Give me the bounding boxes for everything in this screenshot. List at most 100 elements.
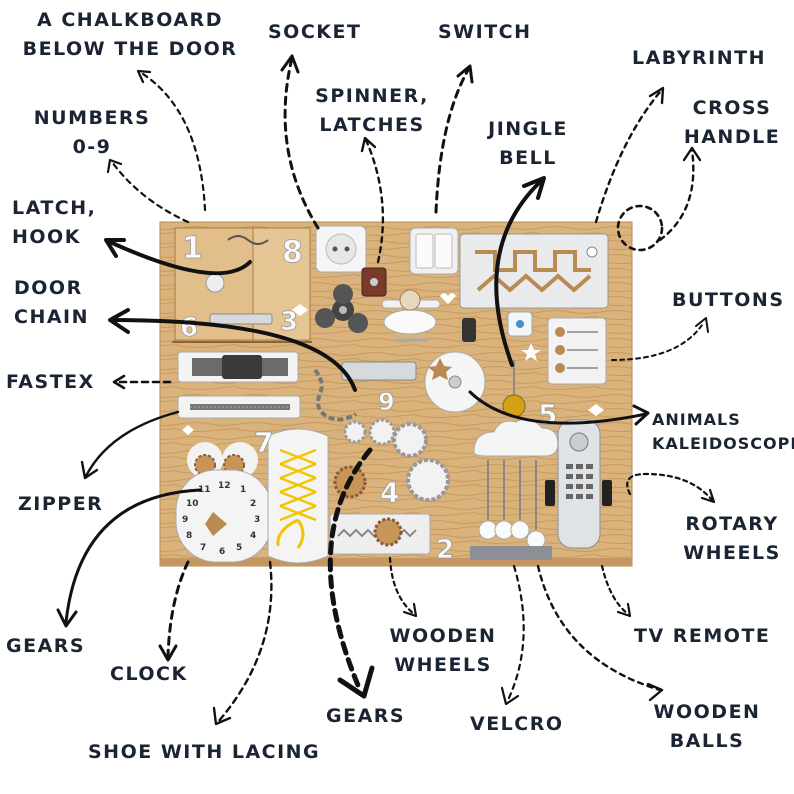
clock-number: 1 <box>240 485 246 495</box>
label-line: CROSS <box>692 97 772 119</box>
label-line: HOOK <box>12 226 81 248</box>
label-line: ANIMALS <box>652 410 741 429</box>
arrow-cross-handle <box>658 148 695 242</box>
button-icon[interactable] <box>555 327 565 337</box>
callout-arrows <box>56 54 716 726</box>
wooden-wheels-icon[interactable] <box>329 513 431 555</box>
label-gears-left: GEARS <box>6 635 86 657</box>
label-gears-bottom: GEARS <box>326 705 406 727</box>
label-door-chain: DOOR CHAIN <box>14 274 89 332</box>
label-line: 0-9 <box>72 136 112 158</box>
label-line: WHEELS <box>683 542 781 564</box>
buttons-panel <box>547 317 607 385</box>
arrow-velcro <box>506 564 525 702</box>
door-knob-icon[interactable] <box>205 273 225 293</box>
board-number: 1 <box>182 231 203 266</box>
label-line: BALLS <box>669 730 745 752</box>
arrow-switch <box>434 68 470 214</box>
fastex-buckle-icon[interactable] <box>177 351 299 383</box>
heart-icon <box>182 425 194 435</box>
label-rotary-wheels: ROTARY WHEELS <box>676 510 788 568</box>
arrow-shoe-lacing <box>216 560 273 724</box>
arrow-zipper <box>84 410 180 478</box>
clock-number: 8 <box>186 531 192 541</box>
arrow-door-chain <box>112 318 357 392</box>
clock-number: 7 <box>200 543 206 553</box>
arrow-chalkboard <box>138 70 207 212</box>
latch-icon[interactable] <box>361 267 387 297</box>
arrow-buttons <box>611 321 705 361</box>
label-shoe-lacing: SHOE WITH LACING <box>88 741 321 763</box>
label-velcro: VELCRO <box>470 713 564 735</box>
wooden-balls-icon[interactable] <box>473 418 559 550</box>
label-line: NUMBERS <box>33 107 151 129</box>
butterfly-icon <box>292 304 308 316</box>
shoe-lacing-icon[interactable] <box>267 428 329 564</box>
label-tv-remote: TV REMOTE <box>634 625 771 647</box>
arrow-spinner <box>364 138 385 264</box>
label-zipper: ZIPPER <box>18 493 104 515</box>
clock-number: 3 <box>254 515 260 525</box>
label-line: BELOW THE DOOR <box>22 38 238 60</box>
label-line: LATCH, <box>12 197 97 219</box>
arrow-labyrinth <box>594 90 662 224</box>
wheel-knob-icon[interactable] <box>462 318 476 342</box>
clock-number: 11 <box>198 485 211 495</box>
tv-remote-icon[interactable] <box>557 419 601 549</box>
board-number: 6 <box>180 313 198 343</box>
fidget-spinner-icon[interactable] <box>315 284 368 333</box>
label-fastex: FASTEX <box>6 371 95 393</box>
label-socket: SOCKET <box>268 21 362 43</box>
switch-icon[interactable] <box>409 227 459 275</box>
velcro-strip-icon[interactable] <box>470 546 552 560</box>
arrow-clock <box>166 560 190 658</box>
label-line: SPINNER, <box>315 85 429 107</box>
heart-icon <box>440 293 456 304</box>
arrow-wooden-balls <box>536 564 662 692</box>
clock-icon[interactable] <box>175 442 273 563</box>
socket-icon[interactable] <box>315 225 367 273</box>
rotary-wheel-icon[interactable] <box>545 480 612 506</box>
clock-number: 10 <box>186 499 199 509</box>
label-numbers: NUMBERS 0-9 <box>28 104 156 162</box>
star-icon <box>429 361 449 379</box>
arrow-numbers <box>110 160 190 224</box>
door-chain-icon[interactable] <box>313 361 417 422</box>
label-switch: SWITCH <box>438 21 532 43</box>
label-line: DOOR <box>14 277 83 299</box>
airplane-icon <box>381 289 441 342</box>
label-line: KALEIDOSCOPE <box>652 434 794 453</box>
label-clock: CLOCK <box>110 663 188 685</box>
button-icon[interactable] <box>555 345 565 355</box>
gears-icon[interactable] <box>333 418 450 502</box>
hook-icon[interactable] <box>227 235 269 245</box>
label-line: ROTARY <box>685 513 779 535</box>
label-line: WOODEN <box>389 625 497 647</box>
kaleidoscope-icon[interactable] <box>424 351 486 413</box>
latch-bar-icon[interactable] <box>209 313 273 325</box>
labyrinth-icon[interactable] <box>459 233 609 309</box>
arrow-tv-remote <box>600 564 630 616</box>
rotary-cube-icon[interactable] <box>507 311 533 337</box>
board-number: 4 <box>380 476 399 509</box>
label-animals-kaleidoscope: ANIMALS KALEIDOSCOPE <box>652 408 794 456</box>
arrow-rotary-wheels <box>626 472 714 502</box>
clock-number: 12 <box>218 481 231 491</box>
arrow-jingle-bell <box>494 180 542 367</box>
label-wooden-balls: WOODEN BALLS <box>644 698 770 756</box>
arrow-latch-hook <box>108 240 252 276</box>
butterfly-icon <box>588 404 604 416</box>
clock-number: 6 <box>219 547 225 557</box>
board-number: 3 <box>280 307 298 337</box>
button-icon[interactable] <box>555 363 565 373</box>
label-wooden-wheels: WOODEN WHEELS <box>380 622 506 680</box>
arrow-gears-bottom <box>327 447 373 693</box>
label-latch-hook: LATCH, HOOK <box>12 194 96 252</box>
arrow-kaleidoscope <box>468 390 648 425</box>
zipper-icon[interactable] <box>177 395 301 419</box>
cross-handle-circle <box>616 204 664 252</box>
label-buttons: BUTTONS <box>672 289 785 311</box>
label-line: CHAIN <box>14 306 90 328</box>
